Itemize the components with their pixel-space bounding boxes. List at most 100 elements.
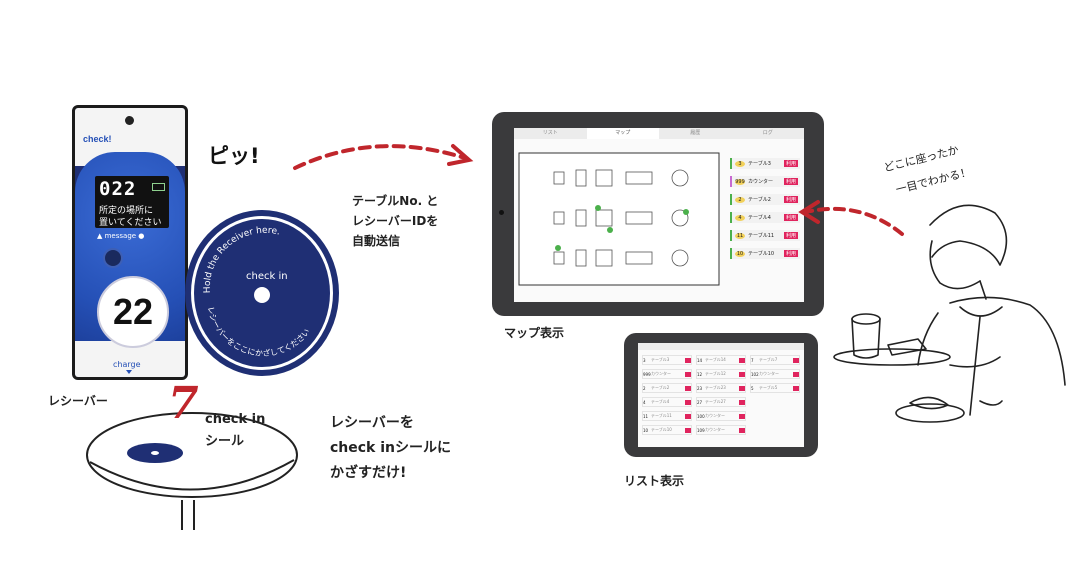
sensor-circle <box>103 248 123 268</box>
table-layout <box>553 169 689 267</box>
sticker-center-dot <box>151 451 159 455</box>
row-number: 23 <box>697 385 703 391</box>
status-badge <box>739 371 745 377</box>
row-label: テーブル14 <box>705 357 726 362</box>
row-number: 27 <box>697 399 703 405</box>
map-list-row[interactable]: 999 カウンター 利用 <box>730 176 800 187</box>
status-badge <box>685 427 691 433</box>
status-badge <box>685 385 691 391</box>
row-number: 102 <box>751 371 759 377</box>
occupied-seat-dot <box>595 205 601 211</box>
map-caption: マップ表示 <box>504 326 565 340</box>
map-table <box>671 249 689 267</box>
row-label: カウンター <box>748 179 774 185</box>
cup-top <box>851 313 881 325</box>
map-table <box>553 211 565 225</box>
row-label: テーブル5 <box>759 385 778 390</box>
collar-outline <box>959 306 1003 317</box>
chevron-down-icon <box>126 370 132 374</box>
map-list-row[interactable]: 2 テーブル2 利用 <box>730 194 800 205</box>
row-number: 999 <box>643 371 651 377</box>
beep-text: ピッ! <box>208 144 260 168</box>
battery-icon <box>152 183 165 191</box>
tray-arm <box>949 356 1001 368</box>
row-label: テーブル27 <box>705 399 726 404</box>
status-badge <box>793 357 799 363</box>
tray <box>833 348 951 366</box>
message-button-label[interactable]: ▲ message ● <box>97 232 145 240</box>
hair-outline <box>929 204 1008 266</box>
map-list-row[interactable]: 4 テーブル4 利用 <box>730 212 800 223</box>
neck-outline <box>979 280 987 300</box>
status-badge: 利用 <box>783 214 798 221</box>
list-row[interactable]: 3 テーブル3 <box>642 355 692 365</box>
tab-log[interactable]: ログ <box>762 130 773 136</box>
map-list-row[interactable]: 11 テーブル11 利用 <box>730 230 800 241</box>
status-badge <box>739 357 745 363</box>
customer-illustration <box>833 204 1066 423</box>
screen-number: 022 <box>99 178 137 200</box>
map-table <box>625 211 653 225</box>
row-number: 11 <box>643 413 649 419</box>
row-number: 4 <box>643 399 646 405</box>
hand-outline <box>979 400 1003 406</box>
row-number: 10 <box>735 250 745 257</box>
tab-map[interactable]: マップ <box>586 128 659 139</box>
screen-line-2: 置いてください <box>99 218 162 228</box>
tab-list[interactable]: リスト <box>542 130 558 136</box>
map-tablet-screen: リスト マップ 履歴 ログ <box>514 128 804 302</box>
status-badge <box>739 399 745 405</box>
map-table <box>553 251 565 265</box>
occupied-seat-dot <box>683 209 689 215</box>
row-label: テーブル11 <box>748 233 775 239</box>
map-table <box>575 249 587 267</box>
receiver-brand: check! <box>83 134 112 144</box>
screen-line-1: 所定の場所に <box>99 206 154 216</box>
row-label: カウンター <box>759 371 779 376</box>
camera-dot <box>499 210 504 215</box>
map-side-list: 3 テーブル3 利用 999 カウンター 利用 2 テーブル2 利用 4 テーブ… <box>730 158 800 266</box>
transmit-arrow-head <box>447 144 474 166</box>
row-number: 11 <box>735 232 745 239</box>
row-label: テーブル10 <box>748 251 775 257</box>
map-list-row[interactable]: 10 テーブル10 利用 <box>730 248 800 259</box>
status-badge: 利用 <box>783 250 798 257</box>
transmit-arrow <box>293 144 474 170</box>
row-label: テーブル3 <box>651 357 670 362</box>
check-in-disc: Hold the Receiver here. check in レシーバーをこ… <box>185 210 339 376</box>
instruction-line-1: レシーバーを <box>330 415 414 431</box>
map-table <box>671 209 689 227</box>
row-label: テーブル23 <box>705 385 726 390</box>
row-number: 109 <box>697 427 705 433</box>
list-tab-bar <box>638 343 804 350</box>
transmit-line-3: 自動送信 <box>352 234 401 248</box>
tab-history[interactable]: 履歴 <box>690 130 701 136</box>
row-number: 3 <box>643 357 646 363</box>
map-table <box>625 171 653 185</box>
status-badge <box>793 385 799 391</box>
status-badge <box>739 427 745 433</box>
receiver-screen: 022 所定の場所に 置いてください <box>95 176 169 228</box>
map-list-row[interactable]: 3 テーブル3 利用 <box>730 158 800 169</box>
map-table <box>553 171 565 185</box>
status-badge <box>685 357 691 363</box>
status-badge: 利用 <box>783 178 798 185</box>
receiver-device: check! 022 所定の場所に 置いてください ▲ message ● 22… <box>72 105 188 380</box>
map-table <box>595 169 613 187</box>
return-arrow <box>798 200 904 236</box>
